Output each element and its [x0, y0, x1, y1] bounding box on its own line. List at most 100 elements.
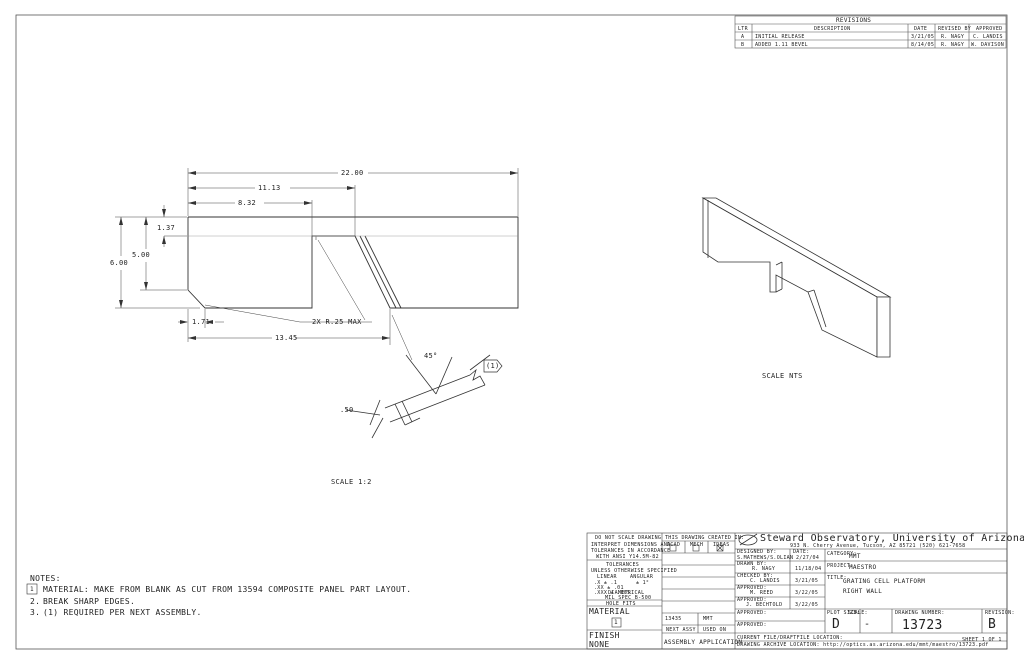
detail-ref: (1)	[486, 362, 500, 370]
scale-label: SCALE:	[848, 610, 868, 616]
rev-row-revised: R. NAGY	[941, 42, 965, 48]
iso-view-scale: SCALE NTS	[762, 372, 803, 380]
rev-row-desc: INITIAL RELEASE	[755, 34, 805, 40]
next-assy-label: NEXT ASSY	[666, 627, 696, 633]
designed-by-label: DESIGNED BY:	[737, 549, 777, 555]
linear-label: LINEAR	[597, 574, 617, 580]
detail-view	[345, 354, 491, 439]
project-value: MAESTRO	[849, 564, 877, 571]
revisions-title: REVISIONS	[836, 17, 872, 24]
assembly-application: ASSEMBLY APPLICATION	[664, 639, 743, 646]
sheet-border	[15, 14, 1008, 650]
organization: Steward Observatory, University of Arizo…	[760, 533, 1024, 544]
checked-by: C. LANDIS	[750, 578, 780, 584]
title-label: TITLE:	[827, 575, 847, 581]
mech-label: MECH	[690, 542, 704, 548]
dim-radius: 2X R.25 MAX	[312, 318, 362, 326]
finish-label: FINISH	[589, 631, 620, 640]
plot-size-label: PLOT SIZE:	[827, 610, 861, 616]
drawing-number-label: DRAWING NUMBER:	[895, 610, 945, 616]
mil-spec: MIL SPEC B-500	[605, 595, 652, 601]
material-marker: 1	[614, 619, 618, 626]
note-text: (1) REQUIRED PER NEXT ASSEMBLY.	[43, 608, 202, 617]
rev-row-approved: W. DAVISON	[971, 42, 1005, 48]
front-view-scale: SCALE 1:2	[331, 478, 372, 486]
used-on-label: USED ON	[703, 627, 727, 633]
ideas-label: IDEAS	[713, 542, 730, 548]
note-marker: 2.	[30, 597, 41, 606]
created-in-label: THIS DRAWING CREATED IN:	[665, 535, 745, 541]
drawn-by-label: DRAWN BY:	[737, 561, 767, 567]
acad-label: ACAD	[667, 542, 681, 548]
finish-value: NONE	[589, 640, 610, 649]
tol-x: .X ± .1	[594, 580, 618, 586]
notes-heading: NOTES:	[30, 574, 61, 583]
next-assy-number: 13435	[665, 616, 682, 622]
rev-row-date: 3/21/05	[911, 34, 935, 40]
approved-name: J. BECHTOLD	[746, 602, 783, 608]
approved-date: 3/22/05	[795, 602, 819, 608]
approved-name: M. REED	[750, 590, 774, 596]
approved-label: APPROVED:	[737, 610, 767, 616]
approved-label: APPROVED:	[737, 585, 767, 591]
sheet-number: SHEET 1 OF 1	[962, 637, 1002, 643]
front-view-dimensions	[115, 168, 519, 361]
rev-col-revised: REVISED BY	[938, 26, 972, 32]
dim-6-00: 6.00	[110, 259, 129, 267]
unless-specified: UNLESS OTHERWISE SPECIFIED	[591, 568, 678, 574]
rev-row-desc: ADDED 1.11 BEVEL	[755, 42, 808, 48]
rev-col-date: DATE	[914, 26, 928, 32]
diametral-label: DIAMETRICAL	[608, 590, 645, 596]
dimension-arrows	[119, 171, 518, 340]
category-value: MMT	[849, 553, 861, 560]
dim-overall-length: 22.00	[341, 169, 364, 177]
category-label: CATEGORY:	[827, 551, 857, 557]
note-marker: 1	[30, 586, 34, 593]
revision-value: B	[988, 617, 997, 632]
tol-angle: ± 1°	[636, 580, 650, 586]
rev-col-approved: APPROVED	[976, 26, 1003, 32]
material-label: MATERIAL	[589, 607, 630, 616]
iso-view	[701, 197, 892, 358]
current-file-label: CURRENT FILE/DRAFTFILE LOCATION:	[737, 635, 843, 641]
note-marker: 3.	[30, 608, 41, 617]
front-view-outline	[187, 216, 519, 309]
detail-ref-flag	[483, 359, 503, 373]
scale-value: -	[864, 619, 871, 630]
rev-col-description: DESCRIPTION	[814, 26, 851, 32]
plot-size-value: D	[832, 617, 841, 632]
do-not-scale: DO NOT SCALE DRAWING	[595, 535, 662, 541]
archive-location: DRAWING ARCHIVE LOCATION: http://optics.…	[737, 642, 989, 648]
rev-col-ltr: LTR	[738, 26, 748, 32]
angular-label: ANGULAR	[630, 574, 654, 580]
drawn-by: R. NAGY	[752, 566, 776, 572]
dim-5-00: 5.00	[132, 251, 151, 259]
detail-angle: 45°	[424, 352, 438, 360]
hole-fits: HOLE FITS	[606, 601, 636, 607]
next-assy-project: MMT	[703, 616, 713, 622]
drawn-date: 11/18/04	[795, 566, 822, 572]
rev-row-revised: R. NAGY	[941, 34, 965, 40]
tolerances-label: TOLERANCES	[606, 562, 640, 568]
revisions-table	[734, 15, 1007, 49]
tol-xx: .XX ± .01	[594, 585, 624, 591]
checked-date: 3/21/05	[795, 578, 819, 584]
note-text: BREAK SHARP EDGES.	[43, 597, 136, 606]
dim-1-37: 1.37	[157, 224, 176, 232]
approved-label: APPROVED:	[737, 597, 767, 603]
dim-1-71: 1.71	[192, 318, 211, 326]
dim-13-45: 13.45	[275, 334, 298, 342]
note-marker-box	[26, 583, 38, 595]
address: 933 N. Cherry Avenue, Tucson, AZ 85721 (…	[790, 543, 966, 549]
detail-thickness: .50	[340, 406, 354, 414]
dim-11-13: 11.13	[258, 184, 281, 192]
drawing-title-line1: GRATING CELL PLATFORM	[843, 578, 926, 585]
note-text: MATERIAL: MAKE FROM BLANK AS CUT FROM 13…	[43, 585, 412, 594]
approved-label: APPROVED:	[737, 622, 767, 628]
interpret-line: TOLERANCES IN ACCORDANCE	[591, 548, 671, 554]
created-in-checkboxes	[669, 544, 724, 552]
interpret-line: WITH ANSI Y14.5M-82	[596, 554, 659, 560]
drawing-title-line2: RIGHT WALL	[843, 588, 883, 595]
interpret-line: INTERPRET DIMENSIONS AND	[591, 542, 671, 548]
